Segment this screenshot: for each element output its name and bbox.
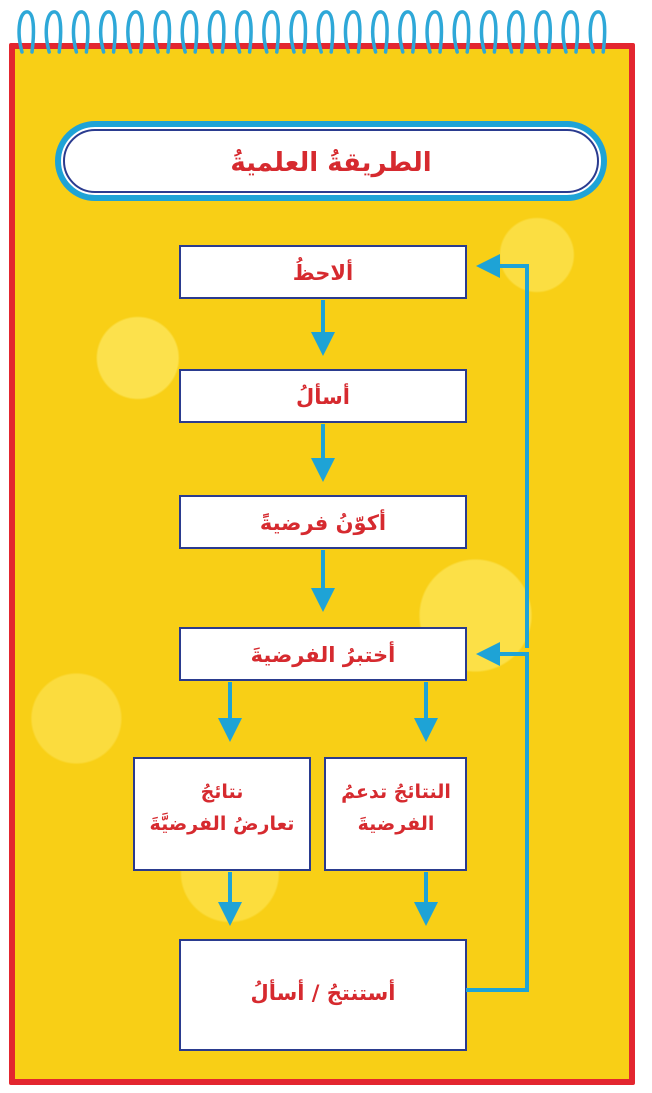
step-box-conclude: أستنتجُ / أسألُ: [179, 939, 467, 1051]
spiral-coil: [343, 10, 362, 54]
spiral-coil: [316, 10, 335, 54]
feedback-line-to-observe: [476, 254, 529, 648]
spiral-coil: [371, 10, 389, 54]
step-observe-label: ألاحظُ: [293, 255, 353, 285]
result-box-support: النتائجُ تدعمُ الفرضيةَ: [324, 757, 467, 871]
support-line-1: النتائجُ تدعمُ: [341, 781, 451, 803]
step-box-ask: أسألُ: [179, 369, 467, 423]
contradict-line-2: تعارضُ الفرضيَّةَ: [150, 813, 295, 835]
diagram-title: الطريقةُ العلميةُ: [230, 148, 431, 178]
spiral-coil: [153, 10, 172, 54]
spiral-coil: [17, 10, 36, 54]
step-conclude-label: أستنتجُ / أسألُ: [251, 978, 396, 1005]
result-box-contradict: نتائجُ تعارضُ الفرضيَّةَ: [133, 757, 311, 871]
spiral-coil: [289, 10, 308, 54]
spiral-coil: [507, 10, 525, 54]
spiral-coil: [44, 10, 63, 54]
spiral-coil: [235, 10, 253, 54]
contradict-line-1: نتائجُ: [201, 781, 244, 803]
spiral-coil: [180, 10, 199, 54]
support-line-2: الفرضيةَ: [358, 813, 435, 835]
step-ask-label: أسألُ: [296, 382, 350, 409]
spiral-coil: [398, 10, 417, 54]
step-box-observe: ألاحظُ: [179, 245, 467, 299]
spiral-coil: [207, 10, 226, 54]
step-hypothesize-label: أكوّنُ فرضيةً: [260, 508, 386, 535]
step-box-test: أختبرُ الفرضيةَ: [179, 627, 467, 681]
feedback-line-to-test: [466, 642, 529, 992]
spiral-binding: [17, 10, 607, 54]
spiral-coil: [534, 10, 553, 54]
spiral-coil: [561, 10, 580, 54]
spiral-coil: [452, 10, 471, 54]
spiral-coil: [99, 10, 117, 54]
spiral-coil: [588, 10, 607, 54]
step-test-label: أختبرُ الفرضيةَ: [251, 640, 396, 667]
spiral-coil: [71, 10, 90, 54]
spiral-coil: [425, 10, 444, 54]
spiral-coil: [262, 10, 281, 54]
spiral-coil: [126, 10, 145, 54]
step-box-hypothesize: أكوّنُ فرضيةً: [179, 495, 467, 549]
spiral-coil: [479, 10, 498, 54]
title-banner: الطريقةُ العلميةُ: [55, 121, 607, 201]
